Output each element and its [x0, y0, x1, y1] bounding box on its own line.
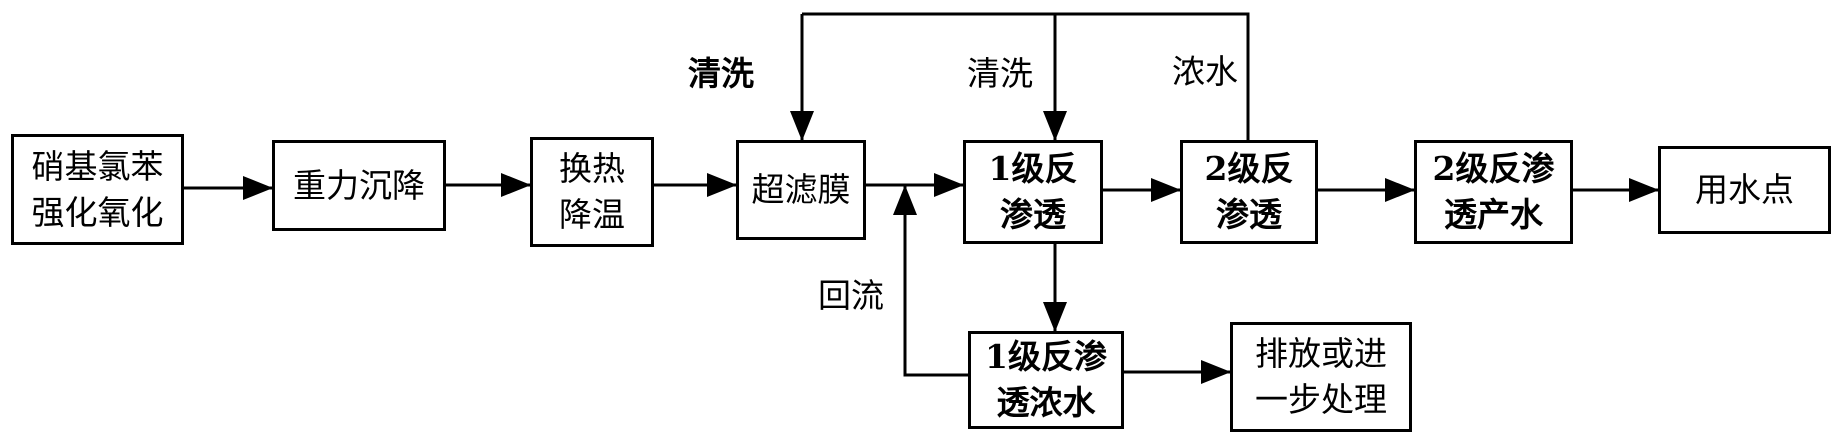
label-cleaning-left: 清洗: [688, 54, 754, 93]
box-ro-stage1-concentrate: 1级反渗 透浓水: [968, 331, 1124, 429]
box-ultrafiltration-membrane: 超滤膜: [736, 140, 866, 240]
box-discharge-or-further-treatment: 排放或进 一步处理: [1230, 322, 1412, 432]
concentrate-return-line: [802, 12, 1250, 140]
label-concentrate: 浓水: [1172, 52, 1238, 91]
box-gravity-settling: 重力沉降: [272, 140, 446, 231]
box-ro-stage1: 1级反 渗透: [963, 140, 1103, 244]
box-water-use-point: 用水点: [1658, 146, 1831, 234]
box-nitrochlorobenzene-oxidation: 硝基氯苯 强化氧化: [11, 134, 184, 245]
box-ro-stage2-product-water: 2级反渗 透产水: [1414, 140, 1573, 244]
box-ro-stage2: 2级反 渗透: [1180, 140, 1318, 244]
label-reflux: 回流: [818, 276, 884, 315]
arrow-reflux: [893, 185, 968, 377]
box-heat-exchange-cooling: 换热 降温: [530, 137, 654, 247]
label-cleaning-mid: 清洗: [967, 54, 1033, 93]
